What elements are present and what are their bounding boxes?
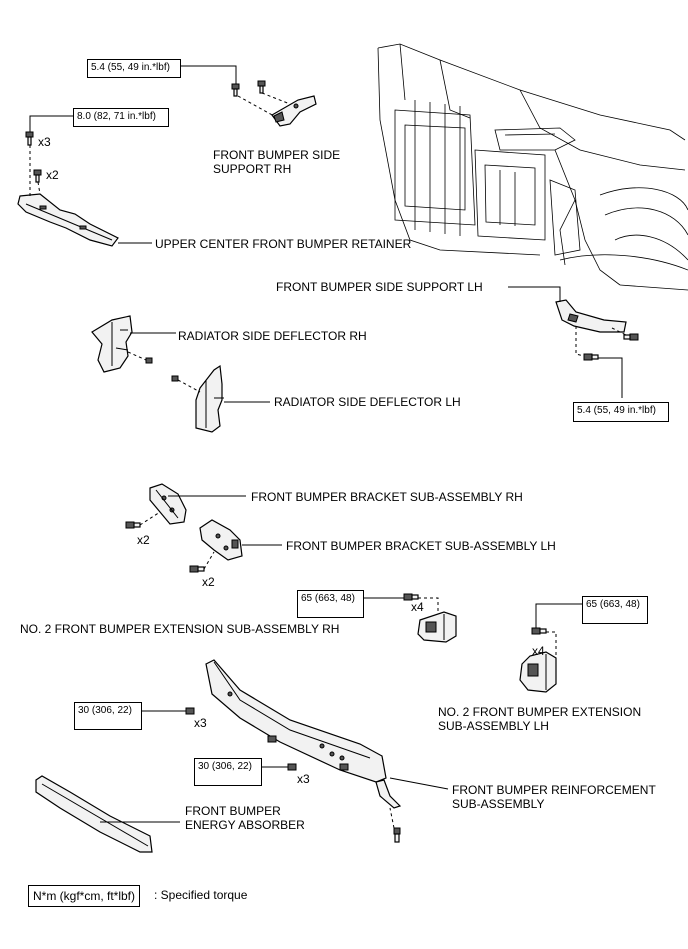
side-support-lh-part	[555, 299, 627, 333]
label-upper-center-retainer: UPPER CENTER FRONT BUMPER RETAINER	[155, 237, 412, 251]
qty-retainer-top: x3	[38, 135, 51, 149]
qty-reinforcement-mid: x3	[297, 772, 310, 786]
label-reinforcement: FRONT BUMPER REINFORCEMENT SUB-ASSEMBLY	[452, 783, 656, 811]
bracket-rh-part	[149, 483, 187, 525]
torque-spec-upper-retainer: 8.0 (82, 71 in.*lbf)	[73, 108, 169, 127]
side-support-rh-part	[271, 95, 317, 127]
extension-lh-bolts	[531, 603, 582, 656]
qty-bracket-lh: x2	[202, 575, 215, 589]
extension-lh-part	[519, 651, 557, 693]
torque-spec-extension-rh: 65 (663, 48)	[297, 590, 364, 618]
bracket-rh-bolts	[125, 495, 246, 529]
label-extension-lh: NO. 2 FRONT BUMPER EXTENSION SUB-ASSEMBL…	[438, 705, 642, 733]
energy-absorber-part	[35, 775, 180, 853]
label-extension-rh: NO. 2 FRONT BUMPER EXTENSION SUB-ASSEMBL…	[20, 622, 340, 636]
label-energy-absorber: FRONT BUMPER ENERGY ABSORBER	[185, 804, 305, 832]
torque-spec-side-support-rh: 5.4 (55, 49 in.*lbf)	[87, 59, 181, 78]
label-side-support-lh: FRONT BUMPER SIDE SUPPORT LH	[276, 280, 483, 294]
bracket-lh-part	[199, 519, 243, 561]
qty-extension-lh: x4	[532, 644, 545, 658]
label-radiator-deflector-rh: RADIATOR SIDE DEFLECTOR RH	[178, 329, 367, 343]
legend-unit-box: N*m (kgf*cm, ft*lbf)	[28, 885, 141, 907]
torque-spec-extension-lh: 65 (663, 48)	[582, 596, 648, 624]
label-side-support-rh: FRONT BUMPER SIDE SUPPORT RH	[213, 148, 341, 176]
torque-spec-side-support-lh: 5.4 (55, 49 in.*lbf)	[573, 402, 669, 422]
torque-spec-reinforcement-left: 30 (306, 22)	[74, 702, 142, 730]
label-bracket-lh: FRONT BUMPER BRACKET SUB-ASSEMBLY LH	[286, 539, 556, 553]
torque-spec-reinforcement-mid: 30 (306, 22)	[194, 758, 262, 786]
extension-rh-bolts	[364, 593, 439, 612]
radiator-deflector-rh-screw	[127, 332, 176, 364]
side-support-lh-bolts	[508, 286, 639, 398]
reinforcement-part	[205, 659, 402, 809]
qty-retainer-bottom: x2	[46, 168, 59, 182]
qty-bracket-rh: x2	[137, 533, 150, 547]
qty-reinforcement-left: x3	[194, 716, 207, 730]
qty-extension-rh: x4	[411, 600, 424, 614]
bracket-lh-bolts	[189, 544, 282, 573]
radiator-deflector-lh-screw	[171, 375, 270, 403]
vehicle-front-outline	[377, 43, 688, 291]
upper-center-retainer-part	[17, 193, 119, 247]
radiator-deflector-rh-part	[91, 315, 133, 373]
reinforcement-bolts	[142, 707, 449, 843]
label-bracket-rh: FRONT BUMPER BRACKET SUB-ASSEMBLY RH	[251, 490, 523, 504]
legend-description: : Specified torque	[154, 888, 248, 902]
label-radiator-deflector-lh: RADIATOR SIDE DEFLECTOR LH	[274, 395, 461, 409]
upper-retainer-bolts	[25, 115, 152, 244]
extension-rh-part	[417, 611, 457, 643]
side-support-rh-bolts	[180, 65, 291, 117]
radiator-deflector-lh-part	[195, 364, 224, 433]
